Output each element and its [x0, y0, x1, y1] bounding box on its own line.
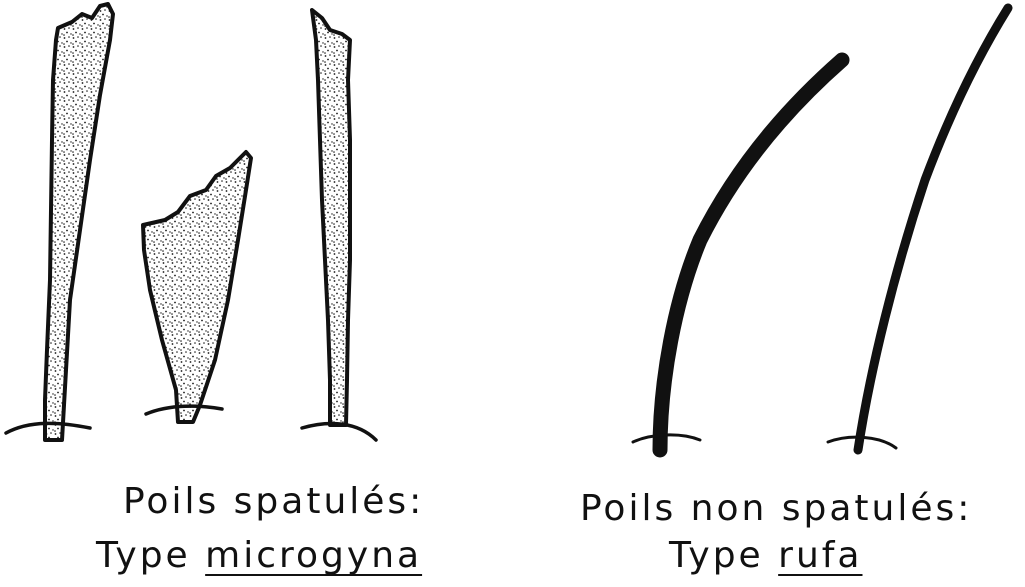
spatulate-hair-right	[302, 10, 376, 440]
right-caption-type: rufa	[778, 535, 862, 576]
non-spatulate-hair-thin-shape	[858, 8, 1008, 450]
spatulate-hair-left	[6, 4, 113, 440]
spatulate-hair-middle	[143, 152, 251, 422]
non-spatulate-hair-thin	[828, 8, 1008, 450]
spatulate-hair-right-shape	[312, 10, 350, 425]
spatulate-hair-left-shape	[45, 4, 113, 440]
non-spatulate-hair-thick	[633, 60, 842, 450]
right-caption-line1: Poils non spatulés:	[580, 491, 972, 527]
non-spatulate-hair-thick-shape	[660, 60, 842, 450]
right-caption-prefix: Type	[669, 535, 764, 576]
left-caption-type: microgyna	[205, 535, 422, 576]
left-caption-line1: Poils spatulés:	[123, 484, 424, 520]
spatulate-hair-middle-shape	[143, 152, 251, 422]
left-caption-line2: Type microgyna	[96, 538, 422, 574]
left-caption-prefix: Type	[96, 535, 191, 576]
right-caption-line2: Type rufa	[669, 538, 863, 574]
